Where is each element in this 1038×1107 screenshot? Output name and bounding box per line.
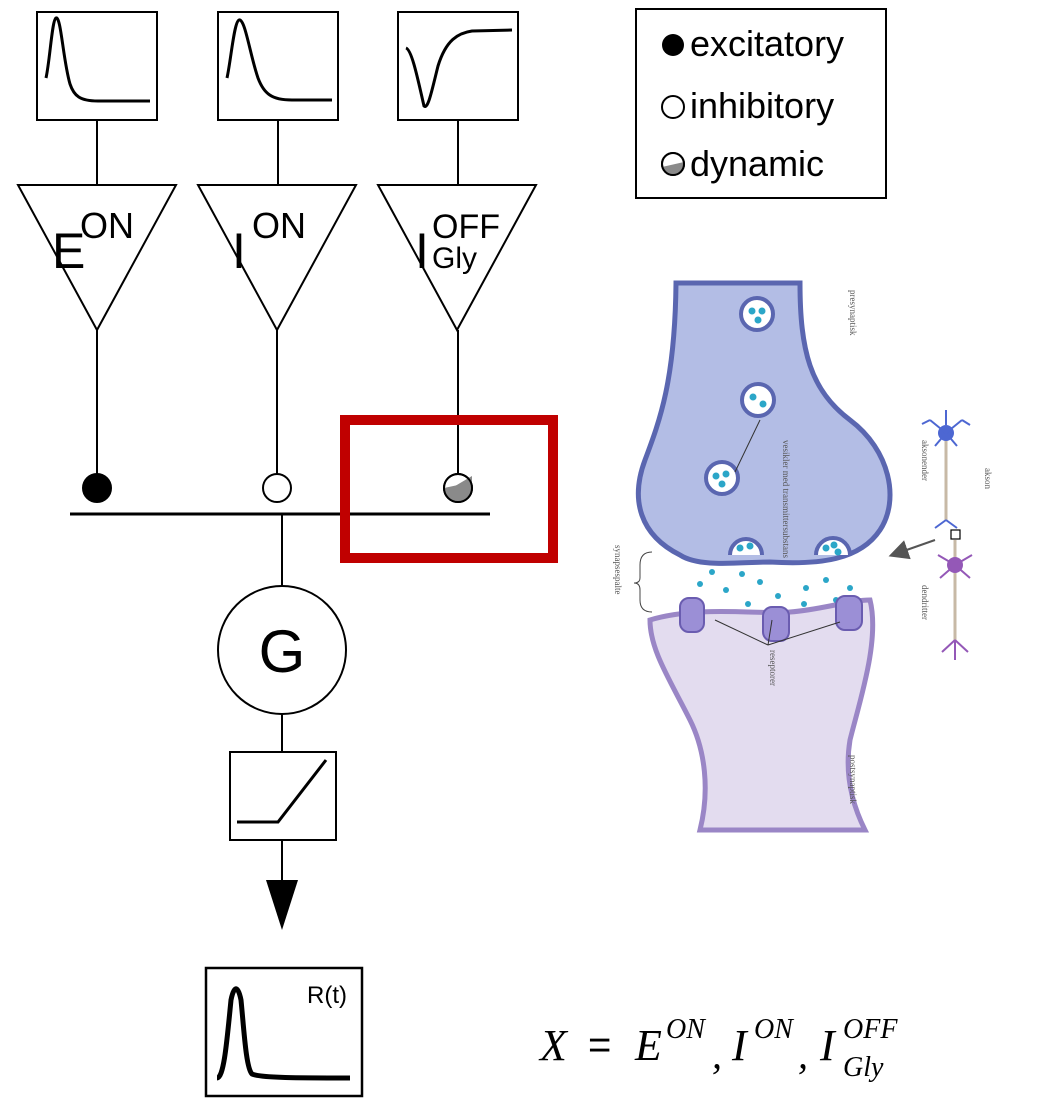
equation-lhs: X (538, 1021, 569, 1070)
filled-circle-icon (662, 34, 684, 56)
excitatory-synapse-marker (82, 473, 112, 503)
vesicle (704, 460, 740, 496)
dynamic-synapse-marker (443, 473, 473, 503)
output-label: R(t) (307, 982, 347, 1009)
nonlinearity-box (229, 751, 337, 841)
gain-node: G (217, 585, 347, 715)
vesicle (740, 382, 776, 418)
legend-item-dynamic: dynamic (661, 143, 824, 184)
label-cleft: synapsespalte (613, 545, 623, 595)
legend-label-inhibitory: inhibitory (690, 85, 834, 126)
output-box: R(t) (204, 966, 364, 1098)
label-presynaptic: presynaptisk (848, 290, 858, 336)
unit-i-off-main: I (415, 223, 429, 279)
label-axon-terminals: aksonender (920, 440, 930, 481)
kernel-box-i-off-gly (397, 11, 519, 121)
legend-item-inhibitory: inhibitory (661, 85, 834, 126)
equation: X = E ON , I ON , I OFF Gly (538, 1014, 898, 1083)
vesicle (739, 296, 775, 332)
label-postsynaptic: postsynaptisk (848, 755, 858, 805)
output-arrow-icon (266, 880, 298, 930)
kernel-curve-fast-transient (44, 16, 150, 103)
equation-term-2-main: I (731, 1021, 749, 1070)
unit-e-on-sup: ON (80, 205, 134, 246)
unit-i-on-main: I (232, 223, 246, 279)
legend: excitatory inhibitory dynamic (635, 8, 887, 199)
svg-text:,: , (798, 1032, 808, 1077)
vesicle (814, 536, 852, 556)
vesicle (728, 537, 764, 556)
legend-label-dynamic: dynamic (690, 143, 824, 184)
open-circle-icon (661, 95, 685, 119)
legend-label-excitatory: excitatory (690, 23, 844, 64)
synapse-illustration: presynaptisk postsynaptisk vesikler med … (613, 280, 993, 833)
kernel-curve-biphasic (405, 28, 513, 108)
arrow-icon (888, 539, 936, 560)
unit-i-off-gly: I OFF Gly (376, 184, 538, 333)
presynaptic-terminal (636, 280, 893, 566)
unit-e-on-main: E (52, 223, 85, 279)
equation-term-2-sup: ON (754, 1014, 794, 1045)
unit-i-on: I ON (196, 184, 358, 333)
postsynaptic-terminal (647, 597, 876, 833)
label-dendrites: dendritter (920, 585, 930, 620)
unit-i-on-sup: ON (252, 205, 306, 246)
equation-term-3-sub: Gly (843, 1052, 884, 1083)
equation-term-3-sup: OFF (843, 1014, 898, 1045)
unit-e-on: E ON (16, 184, 178, 333)
svg-text:,: , (712, 1032, 722, 1077)
label-receptors: reseptorer (768, 650, 778, 686)
dynamic-synapse-highlight (340, 415, 558, 563)
rectifier-curve (237, 759, 328, 824)
unit-i-off-sup: OFF (432, 208, 500, 246)
label-axon: akson (983, 468, 993, 489)
kernel-box-i-on (217, 11, 339, 121)
kernel-curve-slow-transient (225, 18, 332, 102)
neurotransmitter-dots (697, 569, 853, 607)
inhibitory-synapse-marker (262, 473, 292, 503)
gain-label: G (259, 618, 306, 685)
neuron-pair-icon (888, 410, 973, 660)
output-curve (215, 986, 351, 1081)
equation-term-1-main: E (634, 1021, 662, 1070)
unit-i-off-sub: Gly (432, 242, 477, 275)
equation-term-1-sup: ON (666, 1014, 706, 1045)
equation-equals: = (588, 1023, 611, 1067)
receptor (679, 595, 863, 642)
kernel-box-e-on (36, 11, 158, 121)
equation-term-3-main: I (819, 1021, 837, 1070)
legend-item-excitatory: excitatory (662, 23, 844, 64)
label-vesicles: vesikler med transmittersubstans (781, 440, 791, 558)
